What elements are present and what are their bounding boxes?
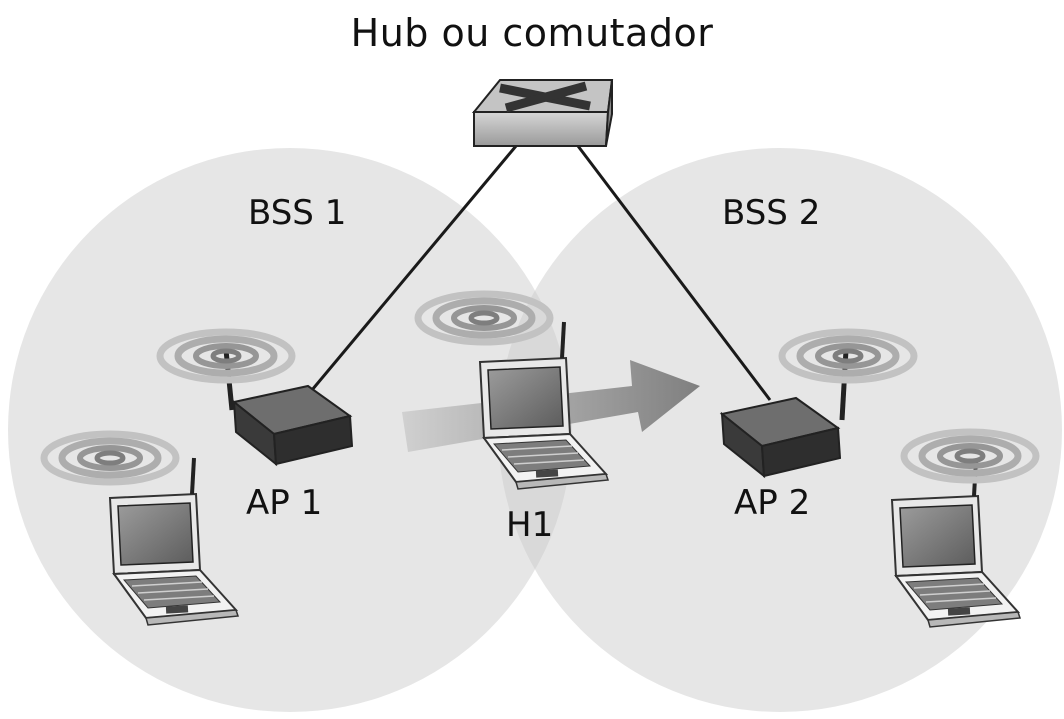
bss1-label: BSS 1 [248,193,347,233]
link-ap2 [576,145,772,401]
ap1-label: AP 1 [246,483,323,523]
link-ap1 [310,145,518,391]
ap2-label: AP 2 [734,483,811,523]
bss2-label: BSS 2 [722,193,821,233]
h1-label: H1 [506,505,554,545]
hub-switch-icon [471,79,614,147]
hub-title-label: Hub ou comutador [350,11,714,55]
